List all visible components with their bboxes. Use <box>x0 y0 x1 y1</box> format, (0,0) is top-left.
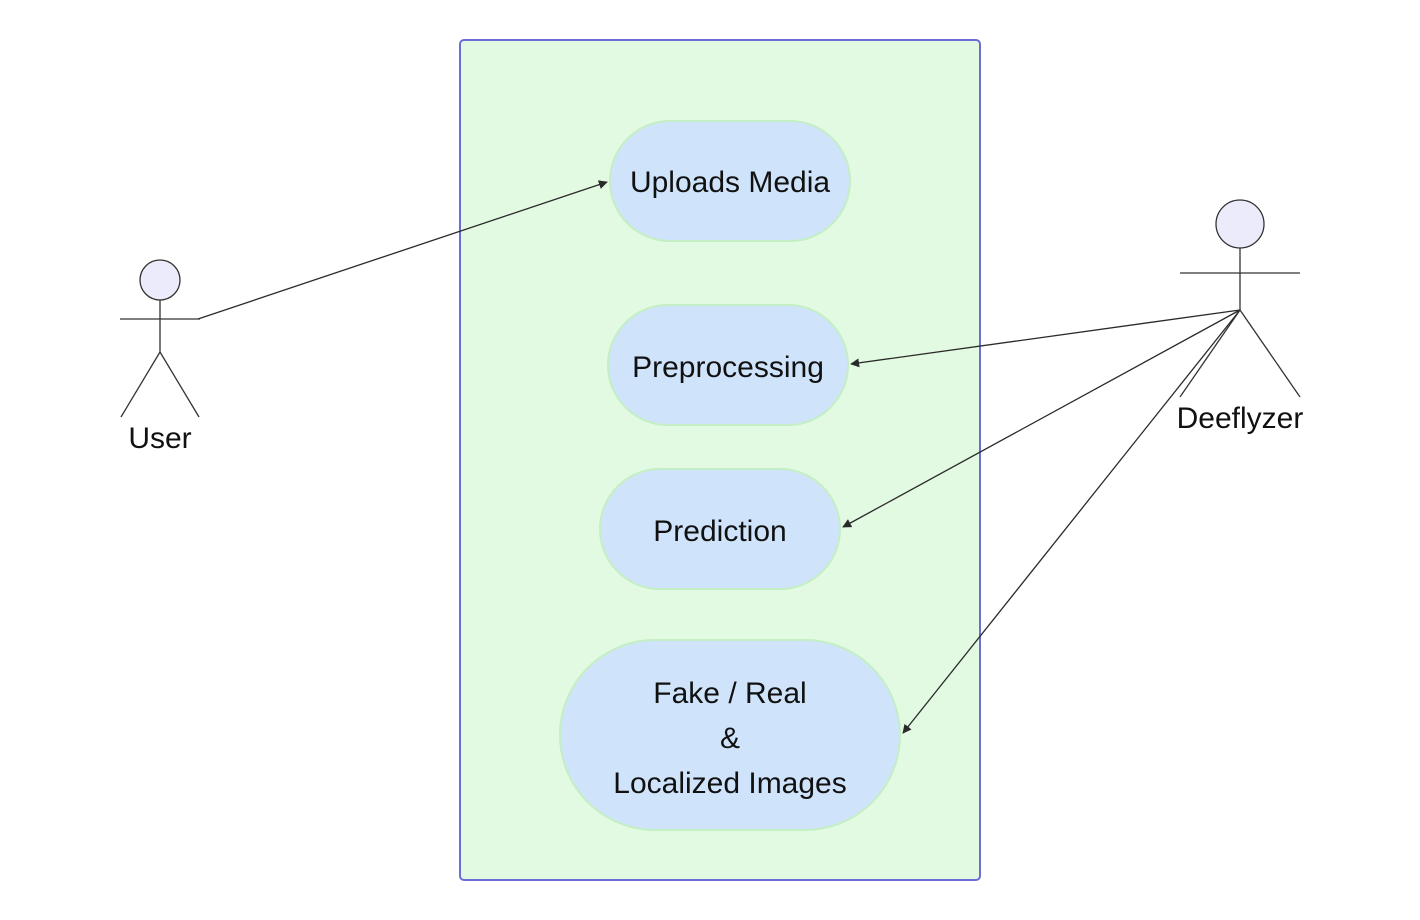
actor-deeflyzer-right-leg <box>1239 309 1301 398</box>
actor-deeflyzer-left-leg <box>1179 309 1241 398</box>
actor-user-right-leg <box>159 351 200 418</box>
usecase-fake-real-localized-shape <box>559 639 901 831</box>
actor-user-head <box>139 259 181 301</box>
actor-deeflyzer[interactable]: Deeflyzer <box>1177 199 1304 435</box>
usecase-uploads-media[interactable]: Uploads Media <box>609 120 851 242</box>
usecase-fake-real-label-line2: & <box>720 722 740 755</box>
edge-deeflyzer-to-preprocessing <box>850 309 1241 368</box>
usecase-prediction-shape <box>599 468 841 590</box>
edge-user-to-uploads <box>197 180 608 320</box>
edges-layer <box>197 180 1241 734</box>
edge-deeflyzer-to-prediction <box>842 309 1241 528</box>
usecase-fake-real-localized[interactable]: Fake / Real & Localized Images <box>559 639 901 831</box>
actor-user-label: User <box>128 422 191 455</box>
actor-user[interactable]: User <box>120 259 200 455</box>
usecase-prediction-label: Prediction <box>653 515 786 548</box>
actor-user-left-leg <box>120 351 161 418</box>
usecase-fake-real-label-line3: Localized Images <box>613 767 846 800</box>
edge-deeflyzer-to-result <box>902 309 1241 734</box>
usecase-uploads-media-label: Uploads Media <box>630 166 830 199</box>
usecase-uploads-media-shape <box>609 120 851 242</box>
actor-deeflyzer-head <box>1215 199 1265 249</box>
usecase-preprocessing-label: Preprocessing <box>632 351 824 384</box>
actor-deeflyzer-label: Deeflyzer <box>1177 402 1304 435</box>
usecase-fake-real-label-line1: Fake / Real <box>653 677 806 710</box>
usecase-preprocessing-shape <box>607 304 849 426</box>
usecase-preprocessing[interactable]: Preprocessing <box>607 304 849 426</box>
usecase-prediction[interactable]: Prediction <box>599 468 841 590</box>
